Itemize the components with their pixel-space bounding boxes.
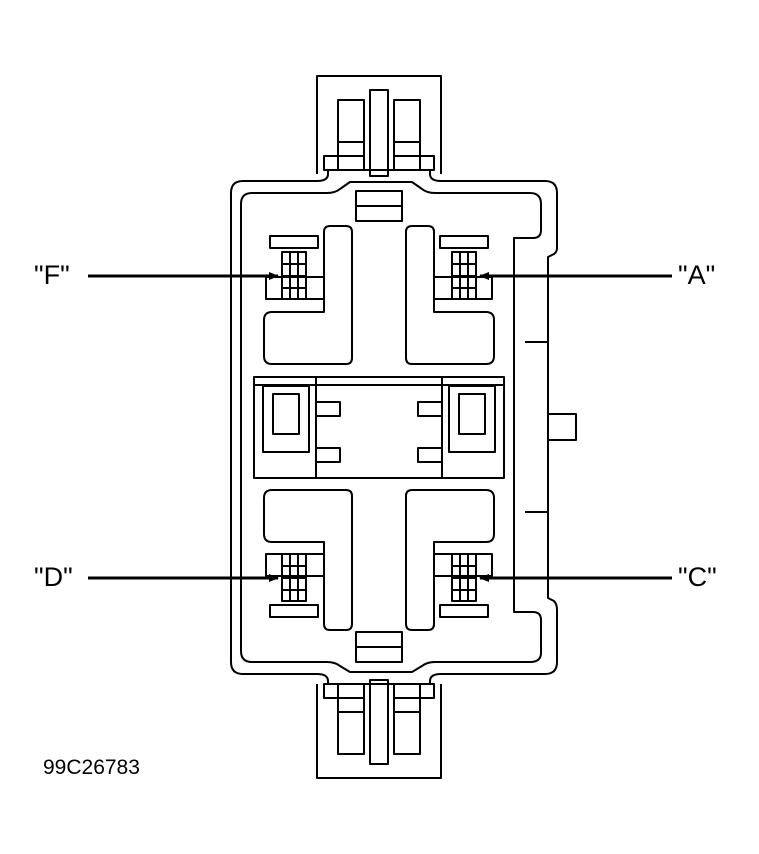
outer-housing xyxy=(230,169,558,685)
terminal-f xyxy=(265,235,325,300)
cavity-bottom-left xyxy=(263,489,353,631)
terminal-a xyxy=(433,235,493,300)
side-tab xyxy=(525,341,577,513)
cavity-bottom-right xyxy=(405,489,495,631)
callout-label-c: "C" xyxy=(678,562,717,592)
middle-block xyxy=(253,376,505,479)
callout-label-a: "A" xyxy=(678,260,716,290)
bottom-latch xyxy=(316,679,442,779)
inner-housing xyxy=(240,181,542,673)
terminal-c xyxy=(433,553,493,618)
figure-id: 99C26783 xyxy=(43,756,140,779)
cavity-top-left xyxy=(263,225,353,365)
cavity-top-right xyxy=(405,225,495,365)
terminal-d xyxy=(265,553,325,618)
top-latch xyxy=(316,75,442,177)
callout-label-d: "D" xyxy=(34,562,73,592)
callout-label-f: "F" xyxy=(34,260,70,290)
